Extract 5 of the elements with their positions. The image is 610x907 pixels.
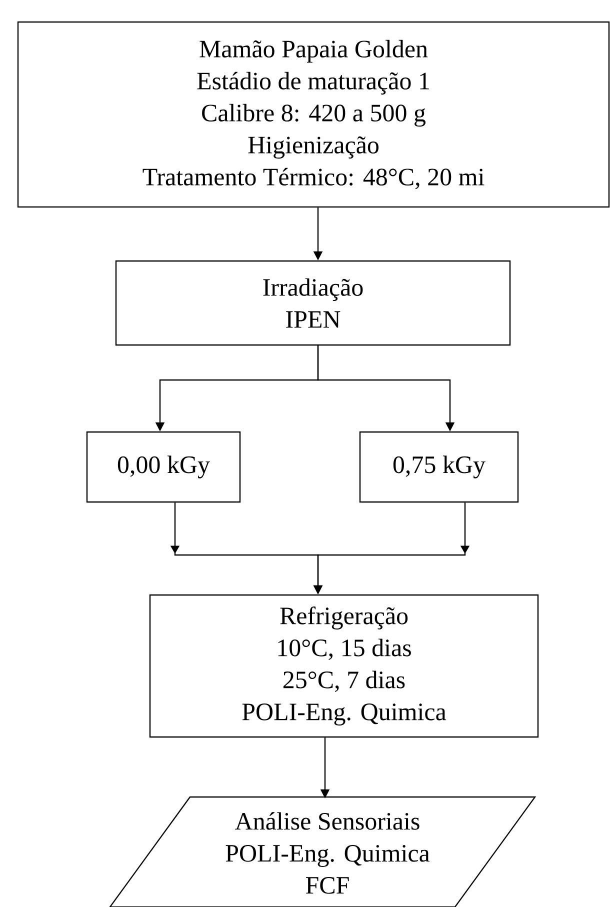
- process-box: Refrigeração 10°C, 15 dias 25°C, 7 dias POLI-Eng. Quimica: [149, 594, 539, 738]
- process-box: Irradiação IPEN: [115, 260, 511, 346]
- process-box: Mamão Papaia Golden Estádio de maturação 1 Calibre 8: 420 a 500 g Higienização Tratamento Térmico: 48°C, 20 mi: [17, 21, 610, 208]
- process-box: 0,00 kGy: [86, 431, 241, 503]
- process-box: 0,75 kGy: [359, 431, 519, 503]
